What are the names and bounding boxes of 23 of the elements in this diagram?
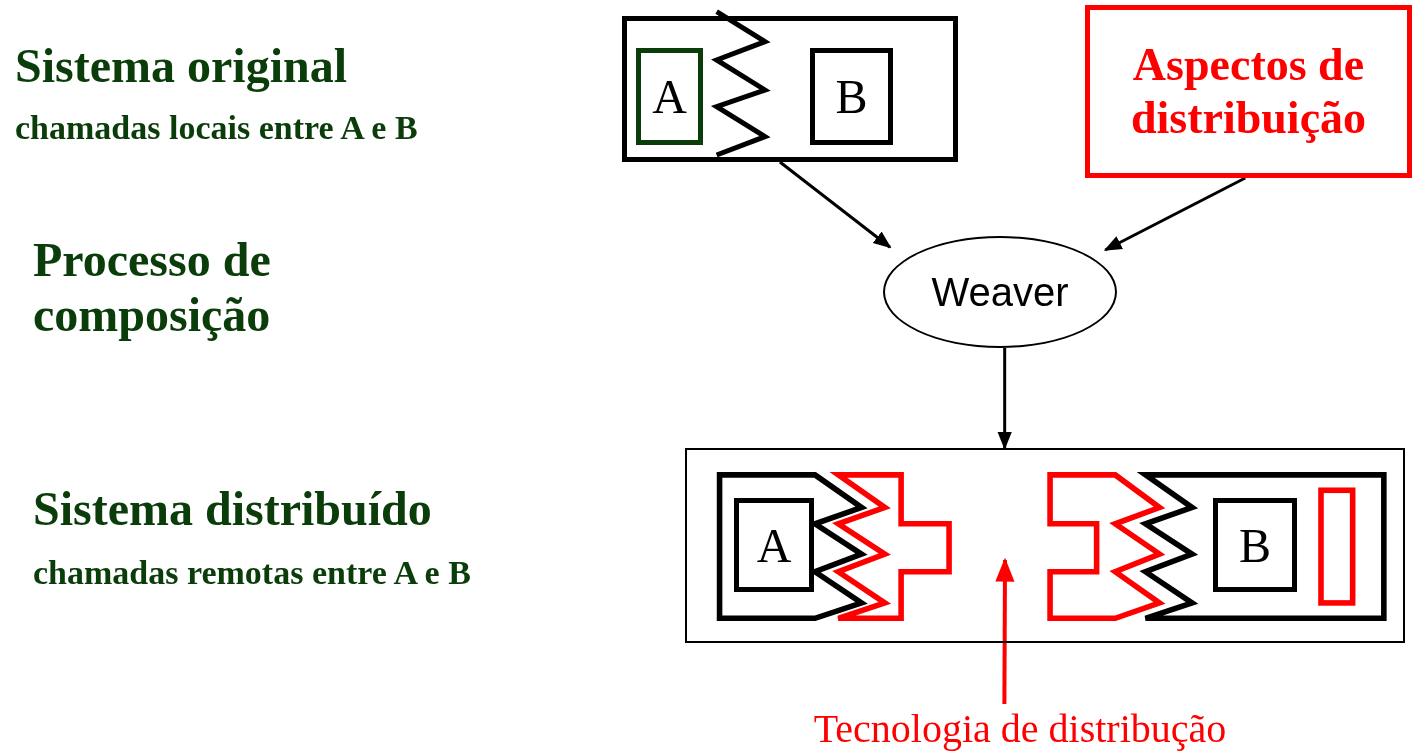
component-label: A bbox=[652, 69, 687, 124]
aspect-box bbox=[1085, 5, 1412, 178]
section-subtitle: chamadas remotas entre A e B bbox=[33, 553, 471, 593]
section-heading: Sistema distribuído bbox=[33, 481, 432, 537]
component-box bbox=[734, 498, 814, 592]
component-box bbox=[810, 48, 893, 145]
aspect-label: Aspectos de distribuição bbox=[1129, 38, 1368, 145]
component-box bbox=[1213, 498, 1297, 592]
system-frame bbox=[622, 16, 958, 162]
component-label: B bbox=[1239, 517, 1271, 573]
arrow bbox=[1103, 176, 1246, 252]
component-label: A bbox=[756, 517, 792, 573]
component-label: B bbox=[835, 69, 868, 124]
system-frame bbox=[685, 448, 1405, 643]
arrow bbox=[779, 160, 892, 249]
arrow bbox=[997, 348, 1012, 450]
section-subtitle: chamadas locais entre A e B bbox=[15, 108, 418, 148]
annotation-text: Tecnologia de distribução bbox=[760, 704, 1280, 752]
section-heading: Sistema original bbox=[15, 38, 347, 94]
arrow bbox=[995, 557, 1015, 704]
weaver-label: Weaver bbox=[931, 269, 1069, 315]
section-heading: Processo de composição bbox=[33, 232, 272, 343]
component-box bbox=[636, 48, 703, 145]
